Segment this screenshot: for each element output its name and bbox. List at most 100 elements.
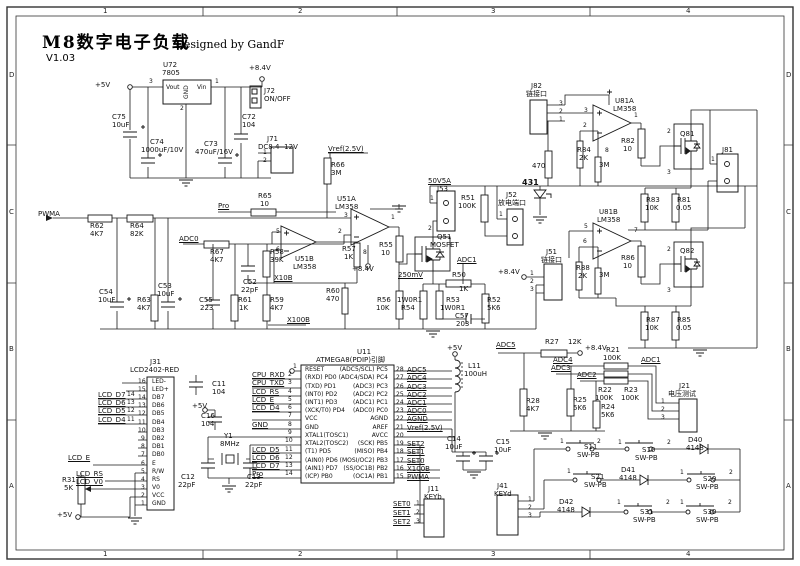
schematic-label: 22pF — [245, 481, 263, 489]
schematic-label: U72 — [163, 61, 178, 69]
schematic-label: SET2 — [393, 518, 411, 526]
schematic-label: R51 — [461, 194, 475, 202]
schematic-label: LCD_E — [68, 454, 91, 462]
schematic-label: U51A — [337, 195, 356, 203]
schematic-label: AGND — [370, 415, 388, 422]
res-R23 — [603, 377, 629, 385]
res-R50 — [445, 279, 472, 288]
schematic-label: PWMA — [38, 210, 60, 218]
schematic-label: J72 — [264, 87, 275, 95]
schematic-label: 5K6 — [601, 411, 615, 419]
schematic-label: R85 — [677, 316, 691, 324]
schematic-label: (ICP) PB0 — [305, 473, 333, 480]
schematic-label: LM358 — [597, 216, 621, 224]
zone-row-right: A — [786, 482, 791, 490]
schematic-label: 6 — [276, 246, 280, 253]
schematic-label: R66 — [331, 161, 345, 169]
schematic-label: 12 — [127, 407, 135, 414]
schematic-label: 50V5A — [428, 177, 451, 185]
schematic-label: (OC1A) PB1 — [353, 473, 388, 480]
schematic-label: E — [152, 460, 156, 467]
res-R62 — [87, 214, 113, 223]
schematic-label: LCD_E — [252, 396, 275, 404]
terminal-5v-top — [127, 84, 133, 90]
resistors — [77, 128, 680, 505]
terminals — [75, 76, 583, 520]
schematic-label: X100B — [407, 465, 430, 473]
schematic-label: 100K — [458, 202, 476, 210]
schematic-label: ATMEGA8(PDIP)引脚 — [316, 356, 386, 364]
schematic-label: 0.05 — [676, 324, 692, 332]
mcu-U11 — [300, 364, 395, 484]
schematic-label: C72 — [242, 113, 256, 121]
schematic-label: ADC5 — [496, 341, 516, 349]
res-R56 — [395, 290, 404, 320]
schematic-label: DB0 — [152, 451, 165, 458]
schematic-label: 12K — [568, 338, 582, 346]
schematic-label: 1 — [293, 363, 297, 370]
schematic-label: 10uF — [445, 443, 463, 451]
schematic-label: LCD_D5 — [98, 407, 126, 415]
schematic-label: 223 — [200, 304, 214, 312]
schematic-label: +5V — [447, 344, 463, 352]
schematic-label: SET0 — [407, 457, 425, 465]
schematic-label: R27 — [545, 338, 559, 346]
schematic-label: Q51 — [437, 233, 452, 241]
zone-row-left: D — [9, 71, 15, 79]
schematic-label: (INT0) PD2 — [305, 391, 338, 398]
schematic-label: KEYb — [424, 493, 442, 501]
schematic-label: R88 — [576, 264, 590, 272]
schematic-label: VCC — [305, 415, 318, 422]
schematic-label: SET1 — [393, 509, 411, 517]
schematic-label: 104 — [212, 388, 226, 396]
schematic-label: 14 — [138, 394, 146, 401]
schematic-label: AREF — [372, 424, 388, 431]
schematic-label: 1 — [263, 149, 267, 156]
res-R54 — [419, 290, 428, 320]
res-R60 — [341, 287, 349, 315]
schematic-label: LCD_D6 — [252, 454, 280, 462]
schematic-label: +5V — [95, 81, 111, 89]
ground-symbols — [128, 179, 707, 525]
res-R67 — [203, 240, 230, 249]
schematic-label: ADC3 — [551, 364, 571, 372]
pot-wiper-arrow — [85, 486, 91, 492]
schematic-label: 10uF — [98, 296, 116, 304]
schematic-label: 8 — [288, 421, 292, 428]
schematic-label: KEYd — [494, 490, 512, 498]
schematic-label: J71 — [267, 135, 278, 143]
schematic-label: 14 — [127, 391, 135, 398]
schematic-label: C54 — [99, 288, 113, 296]
schematic-label: 1K — [459, 285, 469, 293]
schematic-label: 7 — [634, 227, 638, 234]
schematic-label: 5 — [288, 396, 292, 403]
connector-J52 — [506, 208, 524, 246]
schematic-label: SET2 — [407, 440, 425, 448]
version-label: V1.03 — [46, 53, 76, 64]
res-R57 — [353, 242, 361, 268]
schematic-label: RESET — [305, 366, 325, 373]
schematic-label: J82 — [531, 82, 542, 90]
schematic-label: 1 — [499, 211, 503, 218]
res-R31-pot — [77, 476, 86, 505]
schematic-label: LED+ — [152, 386, 169, 393]
schematic-label: 2 — [263, 157, 267, 164]
schematic-label: 203 — [456, 320, 470, 328]
schematic-label: R86 — [621, 254, 635, 262]
schematic-label: C74 — [150, 138, 164, 146]
schematic-label: Vout — [166, 84, 180, 91]
schematic-label: 1K — [344, 253, 354, 261]
schematic-label: Y1 — [224, 432, 233, 440]
schematic-label: (ADC5/SCL) PC5 — [339, 366, 388, 373]
schematic-label: 3 — [667, 287, 671, 294]
schematic-label: ADC1 — [641, 356, 661, 364]
schematic-label: SW-PB — [577, 451, 600, 459]
zone-col-bottom: 3 — [491, 550, 496, 558]
schematic-label: Pro — [252, 470, 264, 478]
zone-col-bottom: 4 — [686, 550, 691, 558]
schematic-label: 3M — [599, 271, 610, 279]
schematic-label: (TXD) PD1 — [305, 383, 337, 390]
schematic-label: 6 — [141, 460, 145, 467]
res-3M-a — [594, 156, 602, 183]
